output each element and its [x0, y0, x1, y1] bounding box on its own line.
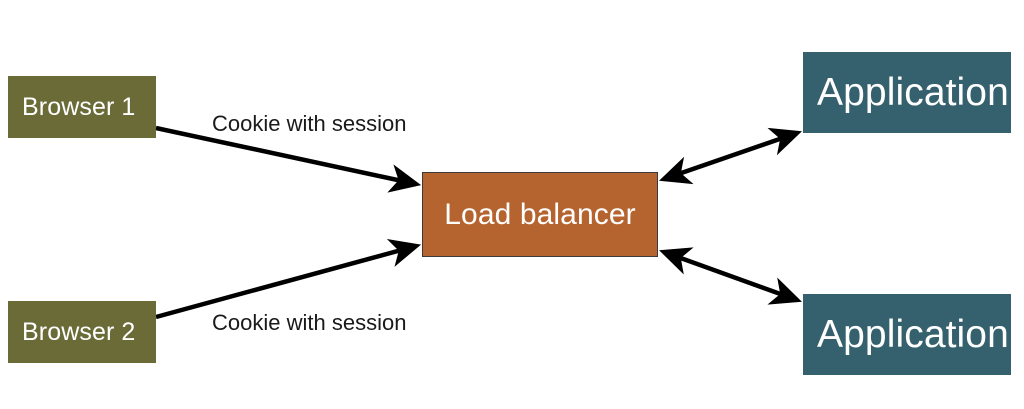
edge-label-browser2-cookie-text: Cookie with session: [212, 310, 407, 335]
node-application-1[interactable]: Application: [803, 52, 1011, 133]
node-application-2[interactable]: Application: [803, 294, 1011, 375]
node-browser-1-label: Browser 1: [22, 92, 136, 121]
node-application-2-label: Application: [817, 312, 1009, 356]
edge-label-browser2-cookie: Cookie with session: [212, 310, 406, 336]
connector-loadbalancer-to-application2: [659, 247, 802, 305]
node-browser-1[interactable]: Browser 1: [8, 76, 156, 138]
node-load-balancer-label: Load balancer: [444, 197, 636, 231]
node-browser-2-label: Browser 2: [22, 317, 136, 346]
node-application-1-label: Application: [817, 70, 1009, 114]
node-load-balancer[interactable]: Load balancer: [422, 172, 658, 257]
connector-loadbalancer-to-application1: [659, 127, 802, 185]
edge-label-browser1-cookie: Cookie with session: [212, 111, 406, 137]
node-browser-2[interactable]: Browser 2: [8, 301, 156, 363]
connector-browser1-to-loadbalancer: [155, 125, 422, 193]
edge-label-browser1-cookie-text: Cookie with session: [212, 111, 407, 136]
connector-browser2-to-loadbalancer: [155, 238, 422, 320]
